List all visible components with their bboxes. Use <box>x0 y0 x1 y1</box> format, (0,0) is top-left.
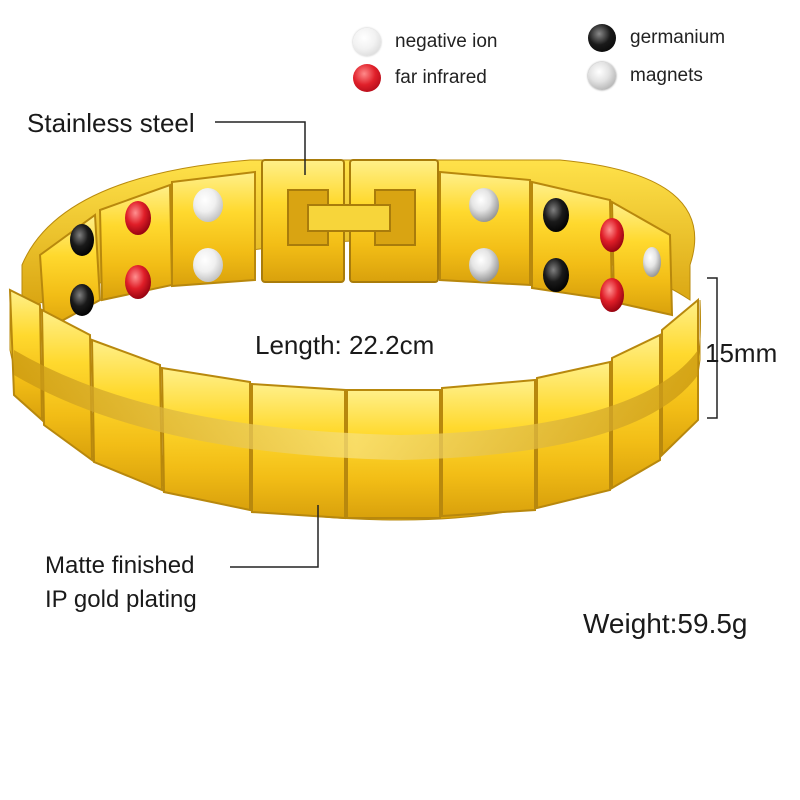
weight-label: Weight:59.5g <box>583 608 748 639</box>
silver-stone-icon <box>588 62 616 90</box>
legend-germanium: germanium <box>588 24 725 52</box>
annotation-lines <box>215 121 718 568</box>
length-label: Length: 22.2cm <box>255 330 435 360</box>
clasp <box>261 159 439 283</box>
legend-label: germanium <box>630 27 726 48</box>
legend-magnets: magnets <box>588 62 703 90</box>
height-label: 15mm <box>705 338 778 368</box>
matte-stripe <box>14 350 698 460</box>
legend-label: negative ion <box>395 31 498 52</box>
finish-label-line2: IP gold plating <box>45 586 197 613</box>
legend-far-infrared: far infrared <box>353 64 487 92</box>
stones <box>70 188 661 316</box>
legend-label: magnets <box>630 65 703 86</box>
black-stone-icon <box>588 24 616 52</box>
red-stone-icon <box>353 64 381 92</box>
white-stone-icon <box>353 28 381 56</box>
material-label: Stainless steel <box>27 108 195 138</box>
legend-label: far infrared <box>395 67 487 88</box>
legend-negative-ion: negative ion <box>353 28 497 56</box>
finish-label-line1: Matte finished <box>45 552 195 579</box>
